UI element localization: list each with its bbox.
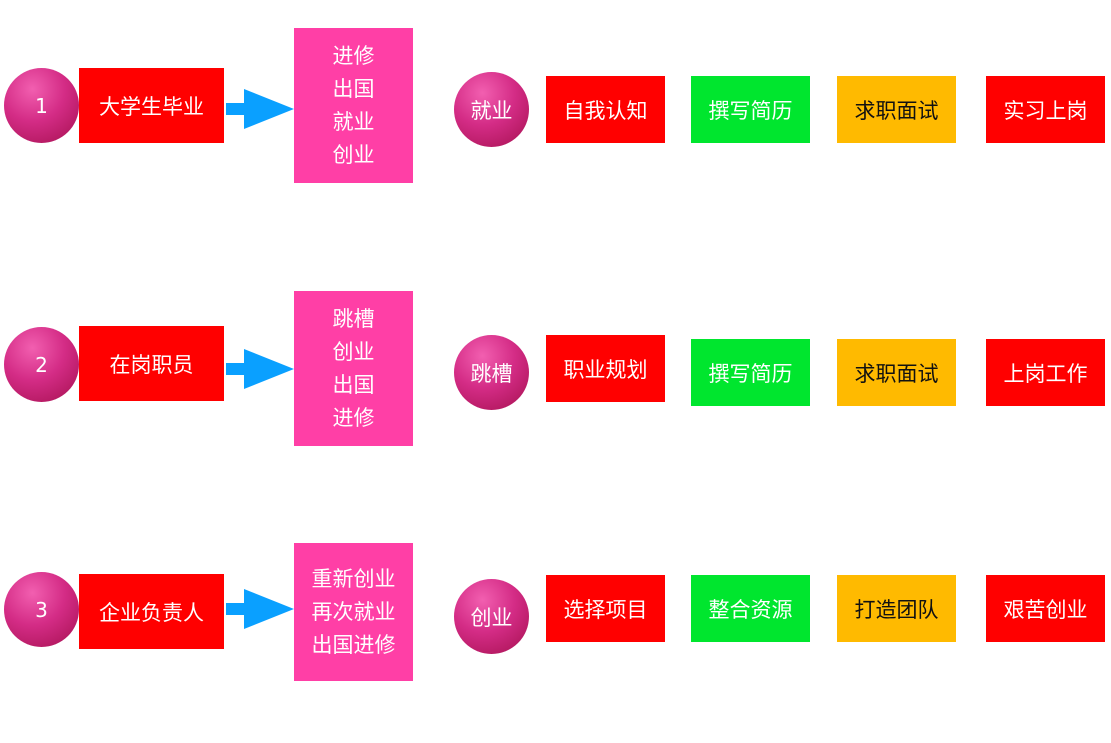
options-box: 跳槽 创业 出国 进修	[294, 291, 413, 446]
step-box: 选择项目	[546, 575, 665, 642]
option-item: 重新创业	[311, 566, 396, 591]
row-number: 2	[35, 352, 48, 377]
step-box: 上岗工作	[986, 339, 1105, 406]
role-label: 企业负责人	[99, 600, 204, 625]
option-item: 创业	[332, 142, 375, 167]
role-box: 在岗职员	[79, 326, 224, 401]
path-label: 就业	[470, 98, 513, 123]
row-number: 3	[35, 597, 48, 622]
role-box: 企业负责人	[79, 574, 224, 649]
step-label: 实习上岗	[1003, 98, 1088, 123]
row-number-circle: 2	[4, 327, 79, 402]
options-box: 进修 出国 就业 创业	[294, 28, 413, 183]
option-item: 就业	[332, 109, 375, 134]
step-label: 自我认知	[563, 98, 648, 123]
row-number-circle: 1	[4, 68, 79, 143]
step-label: 选择项目	[563, 597, 648, 622]
arrow-right-icon	[226, 589, 294, 629]
option-item: 创业	[332, 339, 375, 364]
step-box: 求职面试	[837, 76, 956, 143]
step-label: 求职面试	[854, 361, 939, 386]
option-item: 进修	[332, 43, 375, 68]
step-box: 实习上岗	[986, 76, 1105, 143]
path-circle: 创业	[454, 579, 529, 654]
row-number: 1	[35, 93, 48, 118]
step-box: 自我认知	[546, 76, 665, 143]
role-box: 大学生毕业	[79, 68, 224, 143]
step-box: 撰写简历	[691, 339, 810, 406]
step-box: 职业规划	[546, 335, 665, 402]
step-box: 整合资源	[691, 575, 810, 642]
path-label: 创业	[470, 605, 513, 630]
step-box: 打造团队	[837, 575, 956, 642]
arrow-right-icon	[226, 349, 294, 389]
row-number-circle: 3	[4, 572, 79, 647]
option-item: 再次就业	[311, 599, 396, 624]
path-circle: 跳槽	[454, 335, 529, 410]
options-box: 重新创业 再次就业 出国进修	[294, 543, 413, 681]
step-label: 艰苦创业	[1003, 597, 1088, 622]
option-item: 出国进修	[311, 632, 396, 657]
step-label: 上岗工作	[1003, 361, 1088, 386]
step-box: 求职面试	[837, 339, 956, 406]
step-box: 艰苦创业	[986, 575, 1105, 642]
step-label: 求职面试	[854, 98, 939, 123]
step-label: 整合资源	[708, 597, 793, 622]
step-label: 撰写简历	[708, 361, 793, 386]
option-item: 出国	[332, 76, 375, 101]
role-label: 大学生毕业	[99, 94, 204, 119]
step-label: 打造团队	[854, 597, 939, 622]
option-item: 进修	[332, 405, 375, 430]
role-label: 在岗职员	[109, 352, 194, 377]
arrow-right-icon	[226, 89, 294, 129]
step-label: 撰写简历	[708, 98, 793, 123]
option-item: 跳槽	[332, 306, 375, 331]
path-label: 跳槽	[470, 361, 513, 386]
step-label: 职业规划	[563, 357, 648, 382]
path-circle: 就业	[454, 72, 529, 147]
step-box: 撰写简历	[691, 76, 810, 143]
option-item: 出国	[332, 372, 375, 397]
